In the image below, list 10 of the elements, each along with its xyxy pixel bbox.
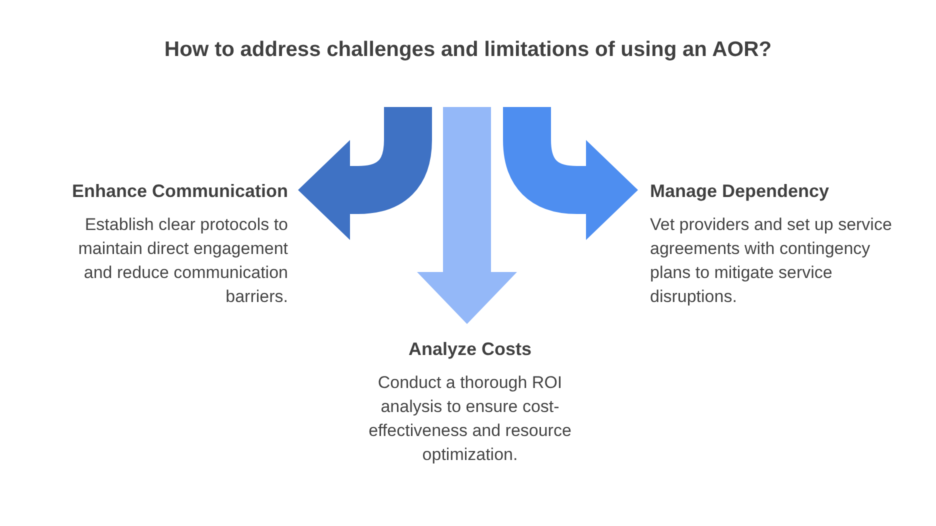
arrow <box>503 107 638 240</box>
heading: Enhance Communication <box>70 180 288 203</box>
description: Vet providers and set up service agreements with contingency plans to mitigate service disruptions. <box>650 214 893 308</box>
arrow <box>298 107 432 240</box>
description: Establish clear protocols to maintain direct engagement and reduce communication barriers. <box>77 214 288 308</box>
arrow <box>417 107 517 324</box>
title: How to address challenges and limitations of using an AOR? <box>163 37 773 63</box>
heading: Manage Dependency <box>650 180 830 203</box>
description: Conduct a thorough ROI analysis to ensure cost-effectiveness and resource optimization. <box>368 372 572 466</box>
heading: Analyze Costs <box>407 338 533 361</box>
